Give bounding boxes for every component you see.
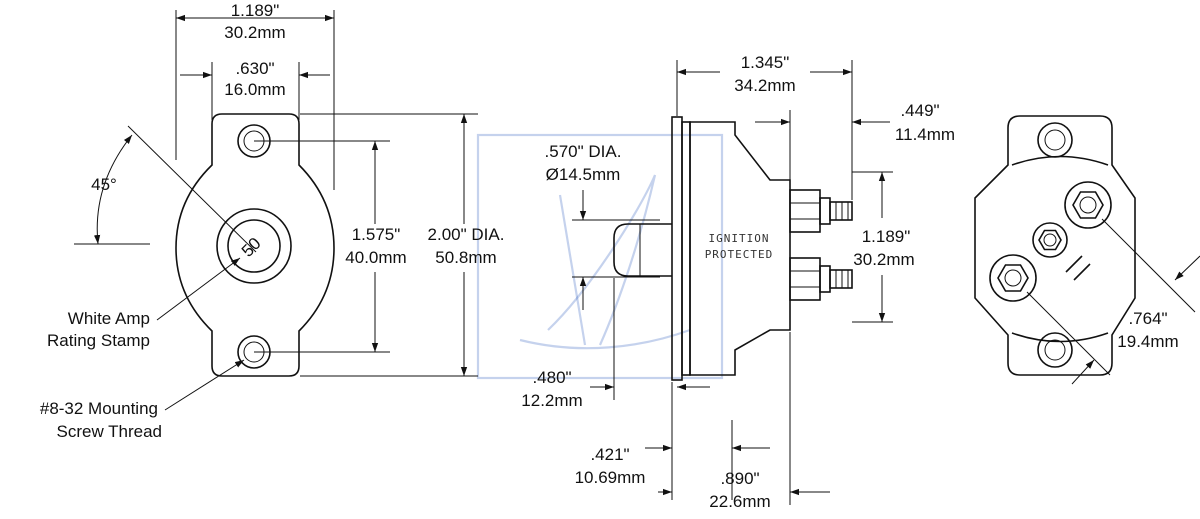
rear-housing-outline bbox=[974, 115, 1136, 376]
stud-length-in: .449" bbox=[900, 101, 939, 120]
stud-diag-in: .764" bbox=[1128, 309, 1167, 328]
angle-label: 45° bbox=[91, 175, 117, 194]
rear-bottom-hole bbox=[1037, 332, 1073, 368]
front-width-in: 1.189" bbox=[231, 1, 280, 20]
callout-thread-line1: #8-32 Mounting bbox=[40, 399, 158, 418]
front-view: 50 1.189" 30.2mm .630" 16.0mm 45° 1.575"… bbox=[40, 1, 505, 441]
rear-stud-top bbox=[1064, 181, 1112, 229]
stud-diag-mm: 19.4mm bbox=[1117, 332, 1178, 351]
side-body bbox=[689, 121, 791, 376]
side-stamp-line1: IGNITION bbox=[709, 232, 770, 245]
side-view: IGNITION PROTECTED 1.345" bbox=[521, 53, 955, 511]
rear-view: .764" 19.4mm bbox=[974, 115, 1200, 385]
stem-dia-mm: Ø14.5mm bbox=[546, 165, 621, 184]
front-housing-outline bbox=[175, 113, 335, 377]
hole-spacing-height-mm: 40.0mm bbox=[345, 248, 406, 267]
stem-length-mm: 12.2mm bbox=[521, 391, 582, 410]
reset-button-inner bbox=[227, 219, 281, 273]
callout-thread-line2: Screw Thread bbox=[56, 422, 162, 441]
bottom-stud bbox=[789, 257, 853, 301]
rear-mark-1 bbox=[1065, 255, 1083, 273]
stem-length-in: .480" bbox=[532, 368, 571, 387]
hole-spacing-height-in: 1.575" bbox=[352, 225, 401, 244]
rear-stud-center bbox=[1032, 222, 1068, 258]
body-depth-mm: 22.6mm bbox=[709, 492, 770, 511]
overall-dia-mm: 50.8mm bbox=[435, 248, 496, 267]
overall-dia-in: 2.00" DIA. bbox=[428, 225, 505, 244]
flange-mm: 10.69mm bbox=[575, 468, 646, 487]
rear-stud-bottom bbox=[989, 254, 1037, 302]
callout-stamp-line2: Rating Stamp bbox=[47, 331, 150, 350]
stud-spacing-mm: 30.2mm bbox=[853, 250, 914, 269]
front-width-mm: 30.2mm bbox=[224, 23, 285, 42]
rear-top-hole bbox=[1037, 122, 1073, 158]
stem-dia-in: .570" DIA. bbox=[545, 142, 622, 161]
body-depth-in: .890" bbox=[720, 469, 759, 488]
stud-spacing-in: 1.189" bbox=[862, 227, 911, 246]
hole-spacing-width-mm: 16.0mm bbox=[224, 80, 285, 99]
hole-spacing-width-in: .630" bbox=[235, 59, 274, 78]
side-flange bbox=[671, 116, 683, 381]
reset-button-outer bbox=[216, 208, 292, 284]
top-stud bbox=[789, 189, 853, 233]
overall-depth-mm: 34.2mm bbox=[734, 76, 795, 95]
overall-depth-in: 1.345" bbox=[741, 53, 790, 72]
stud-length-mm: 11.4mm bbox=[895, 125, 955, 144]
flange-in: .421" bbox=[590, 445, 629, 464]
side-stamp-line2: PROTECTED bbox=[705, 248, 774, 261]
callout-stamp-line1: White Amp bbox=[68, 309, 150, 328]
rear-mark-2 bbox=[1073, 263, 1091, 281]
side-stem bbox=[613, 223, 672, 277]
